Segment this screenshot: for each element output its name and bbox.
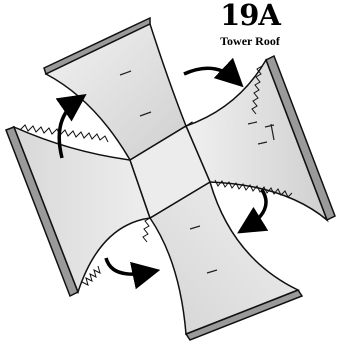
part-number: 19A: [200, 0, 300, 30]
fold-arrow-bottom-left: [106, 258, 150, 274]
fold-arrow-bottom-right: [246, 190, 266, 228]
fold-arrow-top-right: [184, 68, 236, 80]
bottom-panel-tabs: [143, 218, 150, 242]
part-name: Tower Roof: [196, 34, 304, 48]
